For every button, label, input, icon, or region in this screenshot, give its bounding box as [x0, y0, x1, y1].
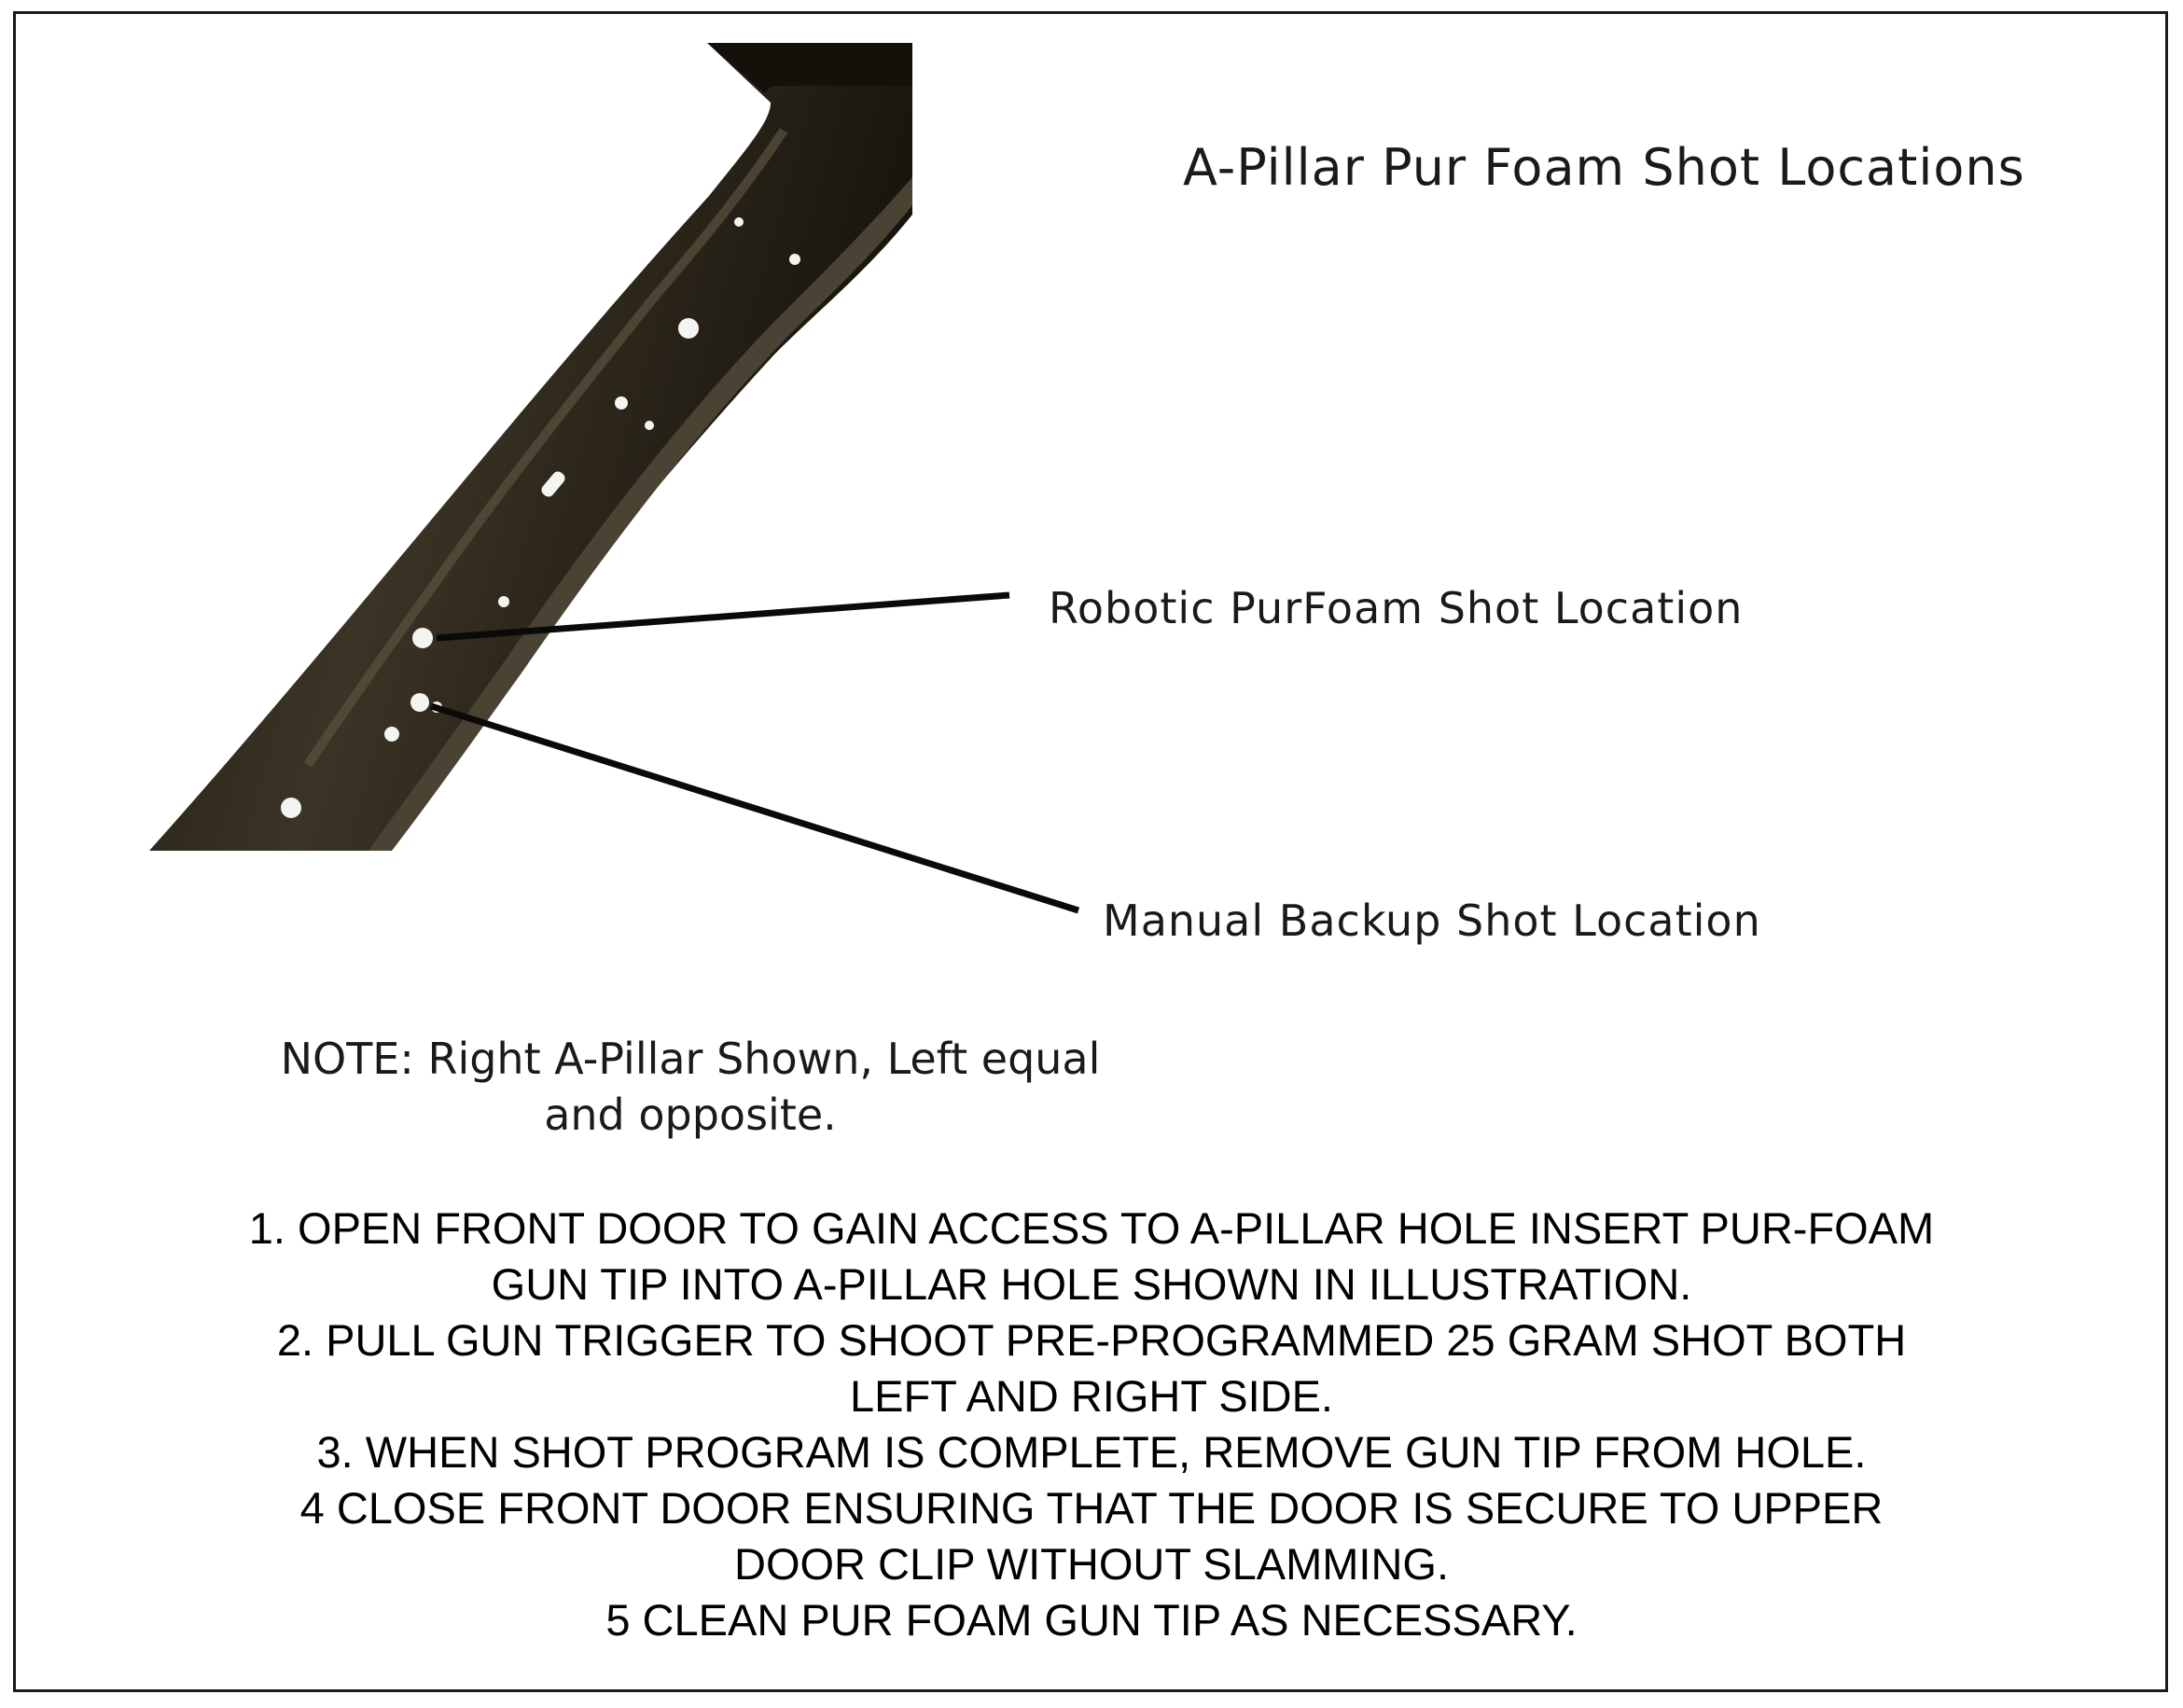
note-line: and opposite.	[280, 1087, 1101, 1143]
manual-shot-label: Manual Backup Shot Location	[1103, 896, 1761, 946]
pillar-hole	[412, 628, 433, 648]
pillar-hole	[615, 396, 628, 410]
a-pillar-top-flange	[707, 43, 912, 93]
instruction-line: 3. WHEN SHOT PROGRAM IS COMPLETE, REMOVE…	[56, 1424, 2127, 1480]
instruction-line: 5 CLEAN PUR FOAM GUN TIP AS NECESSARY.	[56, 1592, 2127, 1648]
instruction-line: LEFT AND RIGHT SIDE.	[56, 1368, 2127, 1424]
pillar-hole	[789, 254, 800, 265]
instruction-line: 4 CLOSE FRONT DOOR ENSURING THAT THE DOO…	[56, 1480, 2127, 1536]
instruction-line: DOOR CLIP WITHOUT SLAMMING.	[56, 1536, 2127, 1592]
pillar-hole	[410, 693, 429, 712]
instruction-line: GUN TIP INTO A-PILLAR HOLE SHOWN IN ILLU…	[56, 1257, 2127, 1312]
pillar-hole	[678, 318, 699, 339]
robotic-shot-label: Robotic PurFoam Shot Location	[1049, 583, 1743, 633]
instruction-line: 2. PULL GUN TRIGGER TO SHOOT PRE-PROGRAM…	[56, 1312, 2127, 1368]
pillar-hole	[498, 596, 509, 607]
note-text: NOTE: Right A-Pillar Shown, Left equal a…	[280, 1031, 1101, 1143]
manual-shot-leader-line	[431, 706, 1078, 910]
instruction-line: 1. OPEN FRONT DOOR TO GAIN ACCESS TO A-P…	[56, 1201, 2127, 1257]
pillar-hole	[645, 421, 654, 430]
instruction-list: 1. OPEN FRONT DOOR TO GAIN ACCESS TO A-P…	[56, 1201, 2127, 1648]
note-line: NOTE: Right A-Pillar Shown, Left equal	[280, 1031, 1101, 1087]
pillar-hole	[281, 798, 301, 818]
pillar-hole	[734, 217, 744, 227]
diagram-title: A-Pillar Pur Foam Shot Locations	[1183, 138, 2025, 197]
pillar-hole	[384, 727, 399, 742]
